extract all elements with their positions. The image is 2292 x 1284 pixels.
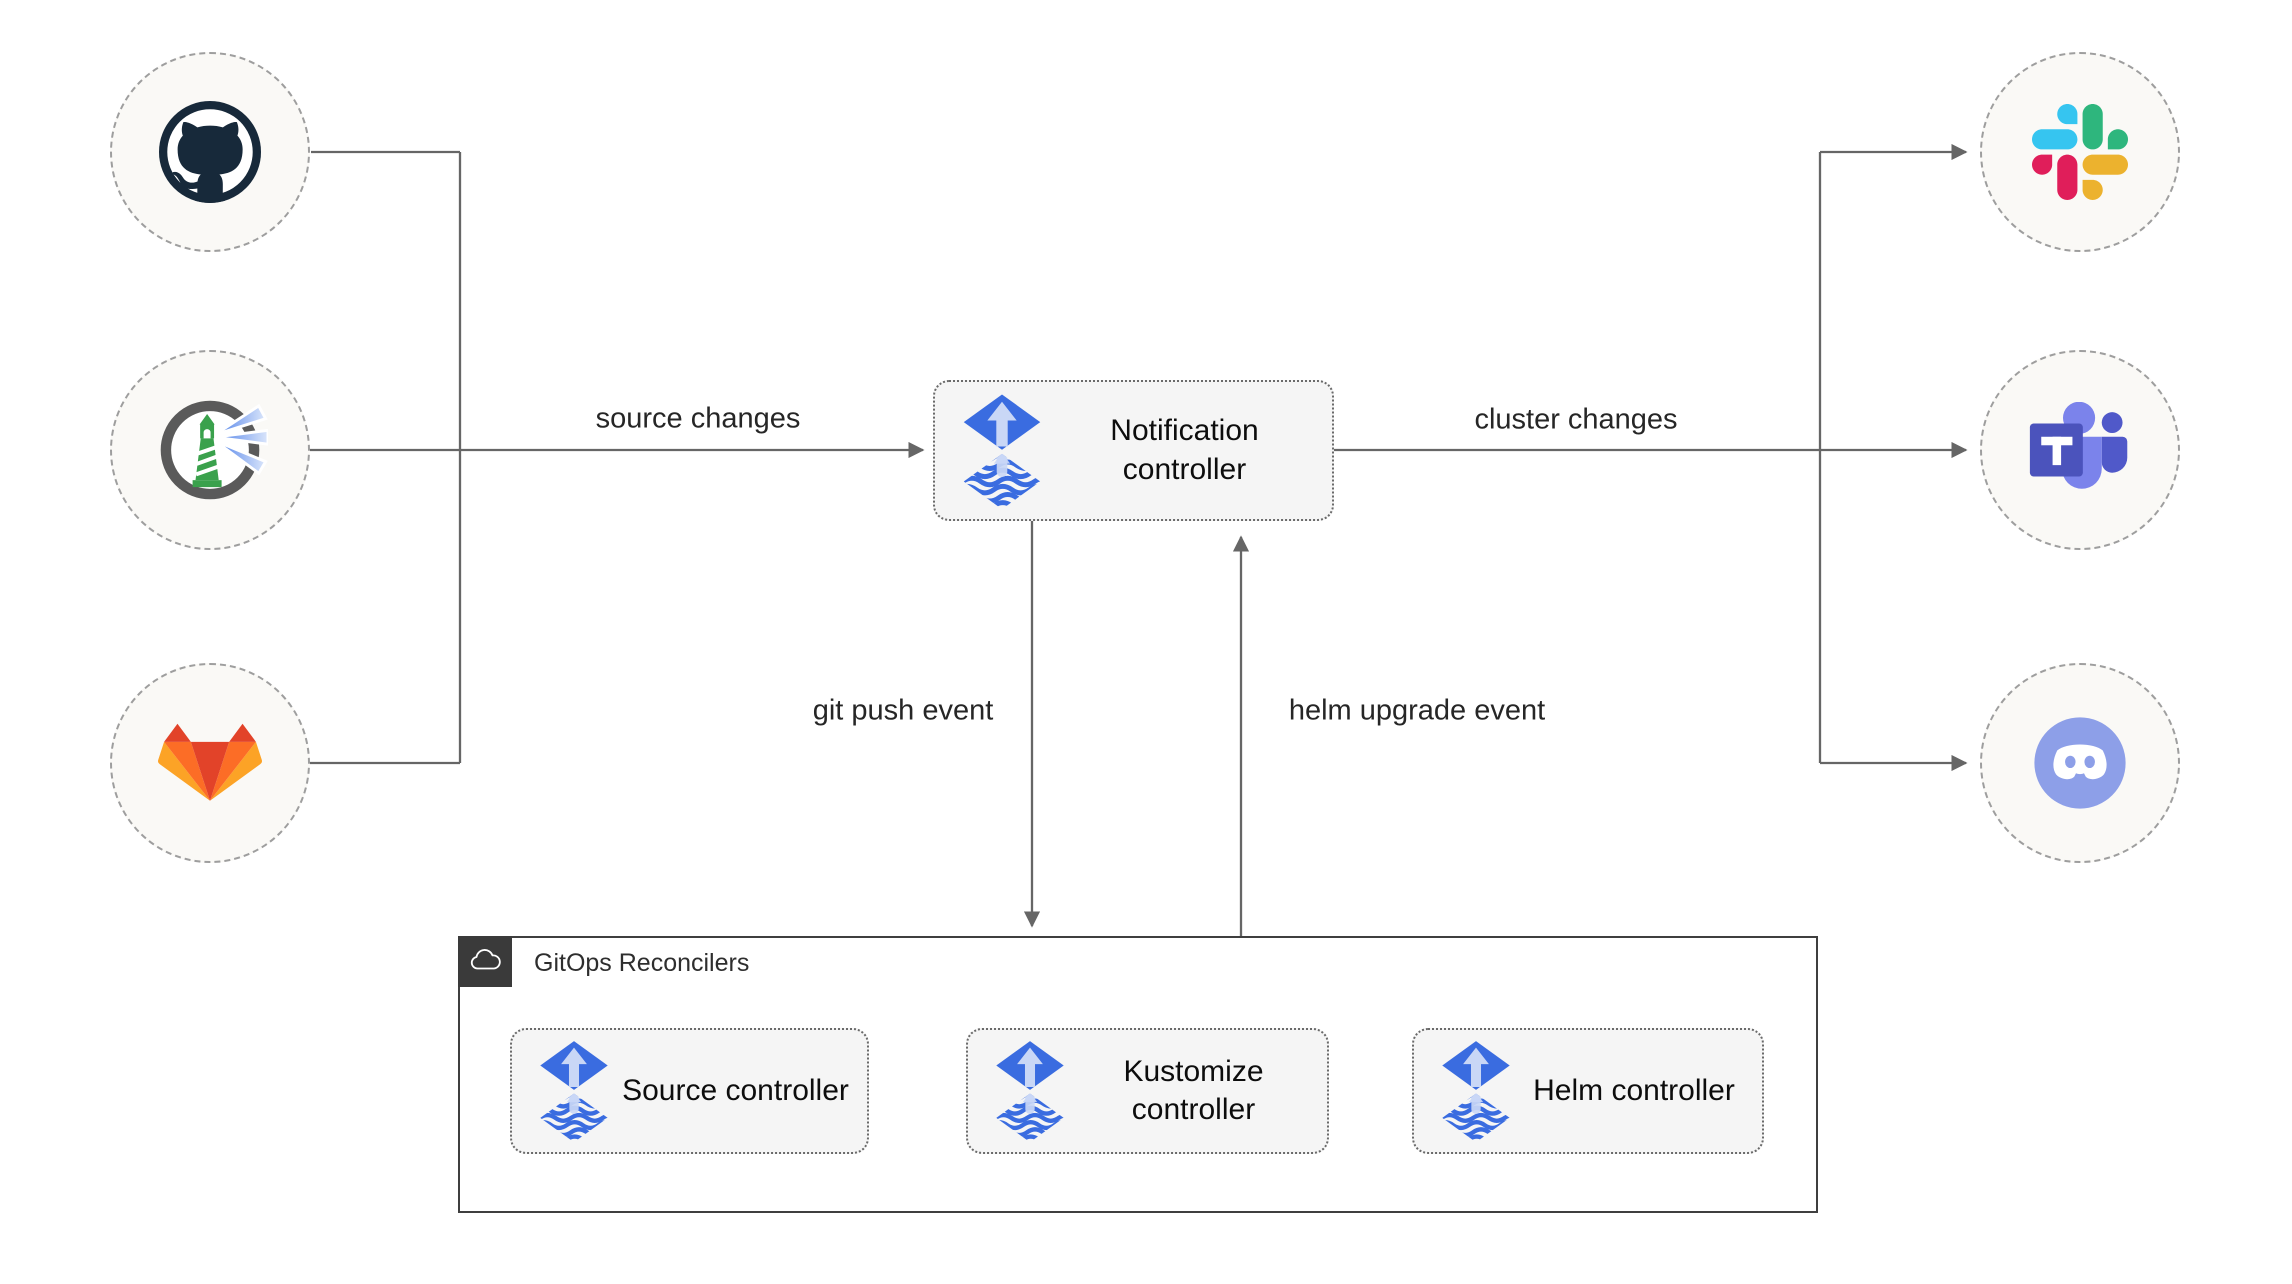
edge-label-source-changes: source changes <box>595 402 801 435</box>
target-node-slack <box>1980 52 2180 252</box>
edge-label-helm-upgrade-event: helm upgrade event <box>1288 694 1546 727</box>
cloud-icon <box>470 949 501 970</box>
flux-icon <box>994 1039 1066 1143</box>
harbor-icon <box>160 400 268 500</box>
source-controller-node: Source controller <box>510 1028 869 1154</box>
target-node-discord <box>1980 663 2180 863</box>
github-icon <box>159 101 261 203</box>
helm-controller-node: Helm controller <box>1412 1028 1764 1154</box>
notification-controller-label: Notification controller <box>1110 414 1259 486</box>
teams-icon <box>2029 402 2128 489</box>
edge-label-cluster-changes: cluster changes <box>1474 403 1678 436</box>
gitlab-icon <box>158 723 262 801</box>
helm-controller-label: Helm controller <box>1533 1073 1735 1107</box>
group-header <box>457 935 512 987</box>
target-node-teams <box>1980 350 2180 550</box>
source-node-gitlab <box>110 663 310 863</box>
group-title: GitOps Reconcilers <box>534 949 750 977</box>
kustomize-controller-label: Kustomize controller <box>1123 1054 1264 1126</box>
edge-label-git-push-event: git push event <box>812 694 994 727</box>
notification-controller-node: Notification controller <box>933 380 1334 521</box>
slack-icon <box>2032 104 2128 200</box>
flux-icon <box>1440 1039 1512 1143</box>
flux-icon <box>538 1039 610 1143</box>
gitops-reconcilers-group: GitOps Reconcilers Source controller Kus… <box>457 935 1818 1213</box>
flux-icon <box>961 392 1043 510</box>
discord-icon <box>2034 717 2126 809</box>
kustomize-controller-node: Kustomize controller <box>966 1028 1329 1154</box>
source-node-harbor <box>110 350 310 550</box>
source-controller-label: Source controller <box>622 1073 849 1107</box>
source-node-github <box>110 52 310 252</box>
